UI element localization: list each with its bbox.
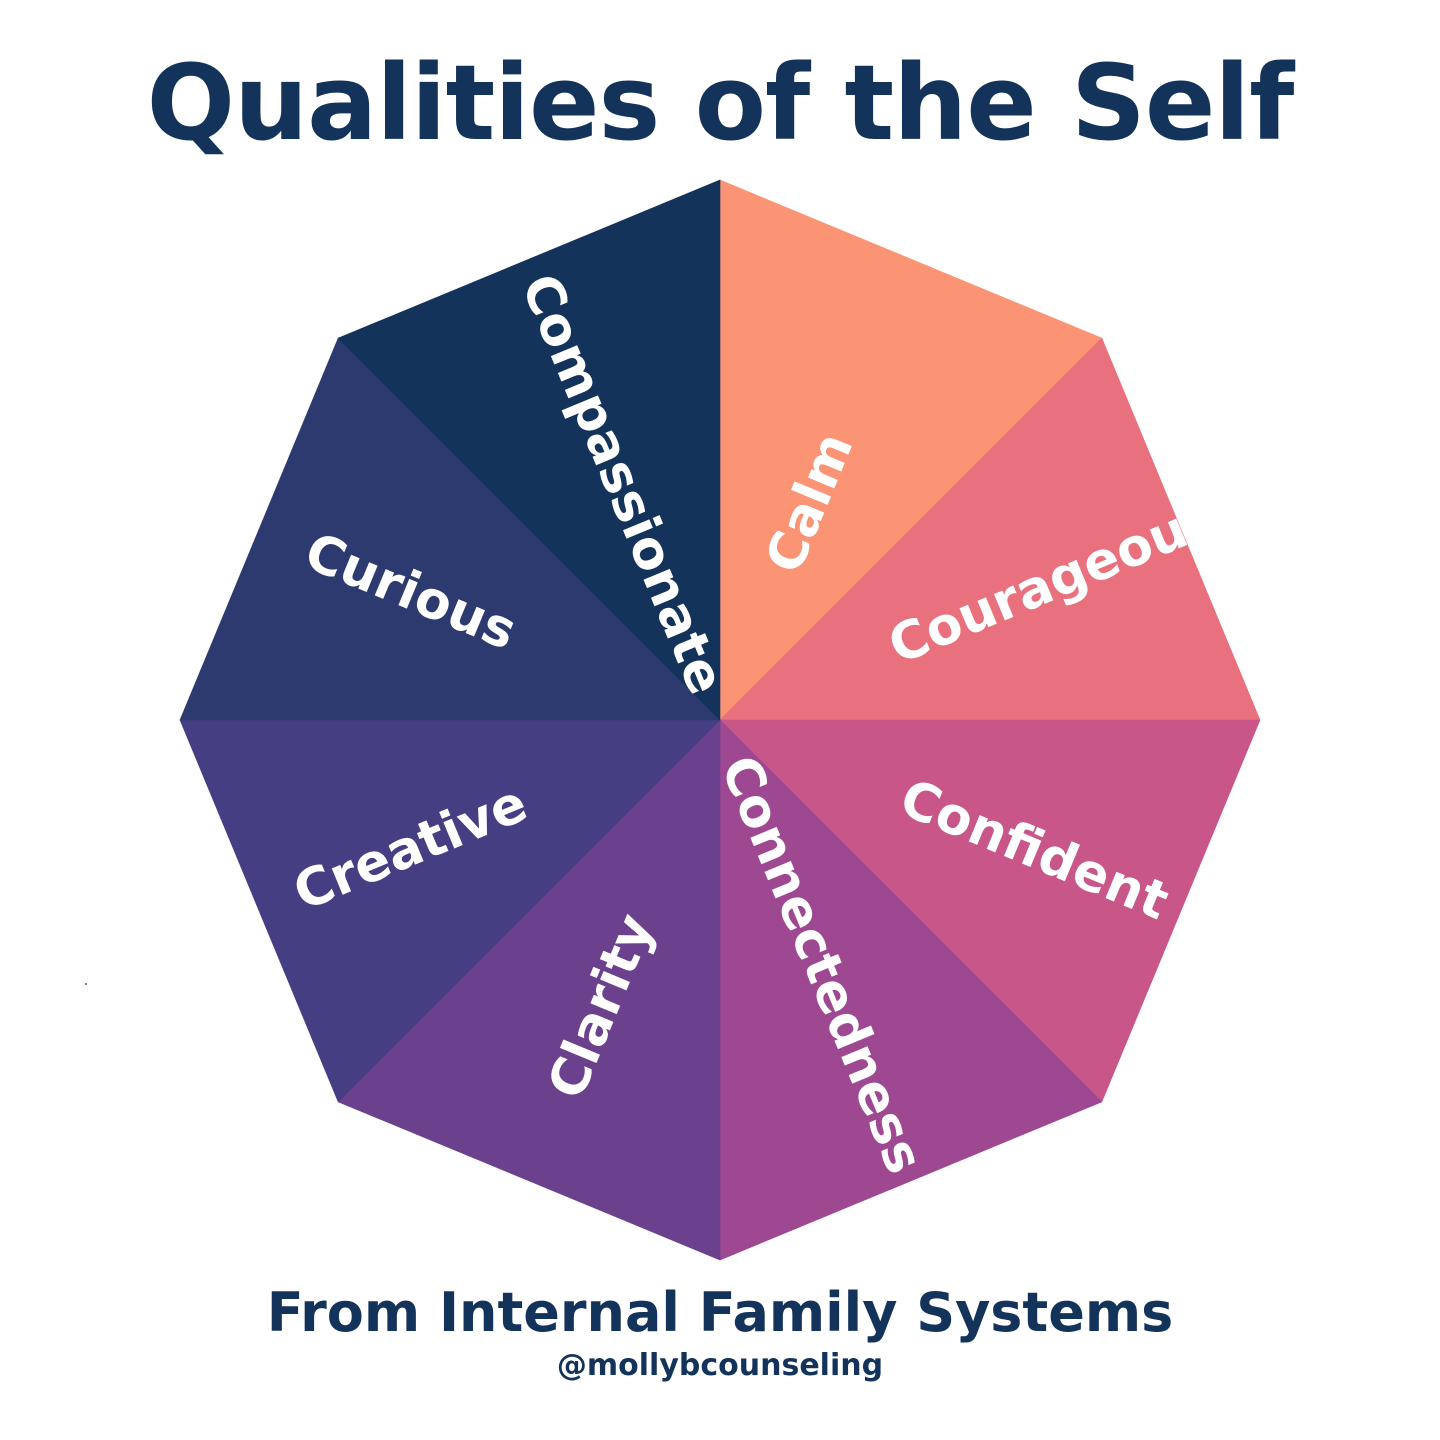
page-title: Qualities of the Self <box>146 42 1295 164</box>
subtitle: From Internal Family Systems <box>266 1281 1174 1344</box>
social-handle: @mollybcounseling <box>556 1348 884 1383</box>
wheel-segment-compassionate <box>337 179 721 721</box>
stray-dot <box>85 983 87 985</box>
